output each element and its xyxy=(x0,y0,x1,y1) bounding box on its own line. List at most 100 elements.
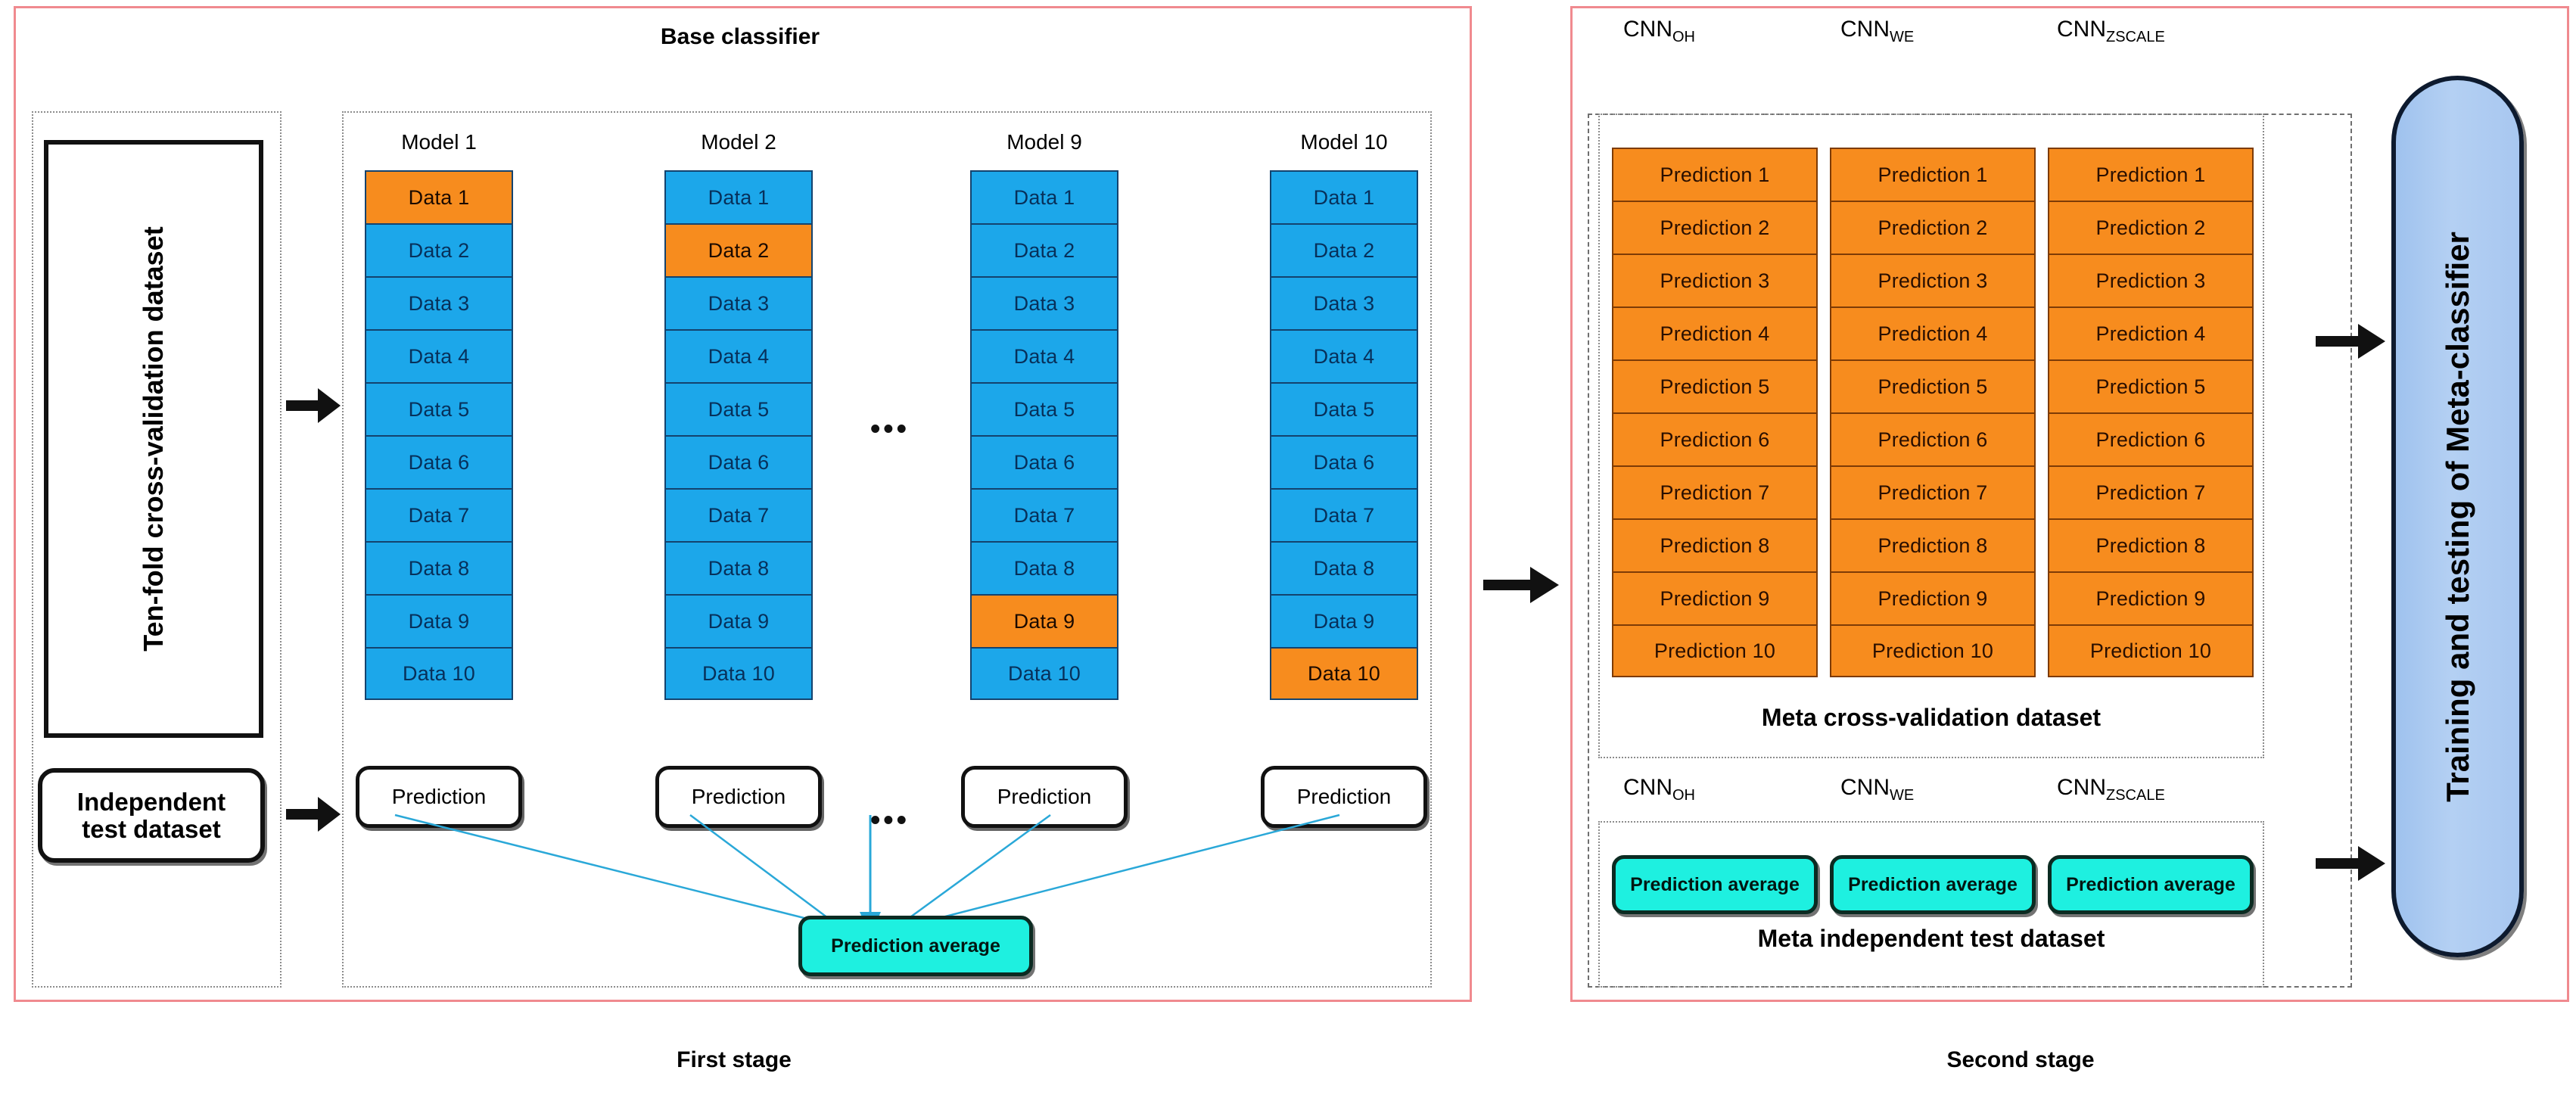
data-cell: Data 3 xyxy=(664,276,813,329)
prediction-cell: Prediction 6 xyxy=(1830,412,2036,465)
data-cell: Data 1 xyxy=(970,170,1118,223)
data-cell: Data 7 xyxy=(970,488,1118,541)
independent-test-dataset-label: Independent test dataset xyxy=(77,789,226,842)
prediction-cell: Prediction 9 xyxy=(1830,571,2036,624)
prediction-cell: Prediction 8 xyxy=(1612,518,1818,571)
prediction-cell: Prediction 10 xyxy=(2048,624,2254,677)
independent-test-dataset-box: Independent test dataset xyxy=(38,768,265,863)
model-title-4: Model 10 xyxy=(1300,130,1388,154)
data-cell: Data 9 xyxy=(365,594,513,647)
prediction-cell: Prediction 7 xyxy=(1830,465,2036,518)
data-cell: Data 6 xyxy=(970,435,1118,488)
prediction-average-box-3: Prediction average xyxy=(2048,855,2254,914)
data-cell: Data 7 xyxy=(664,488,813,541)
prediction-average-box-2: Prediction average xyxy=(1830,855,2036,914)
prediction-cell: Prediction 3 xyxy=(1830,254,2036,306)
cnn-header-test-subscript: ZSCALE xyxy=(2106,787,2165,804)
data-cell: Data 1 xyxy=(1270,170,1418,223)
arrow-test-to-predictions xyxy=(286,791,341,838)
prediction-cell: Prediction 4 xyxy=(1830,306,2036,359)
model-title-3: Model 9 xyxy=(1006,130,1082,154)
prediction-box-4: Prediction xyxy=(1261,766,1427,828)
data-cell: Data 4 xyxy=(664,329,813,382)
arrow-meta-cv-to-classifier xyxy=(2316,318,2385,365)
prediction-cell: Prediction 10 xyxy=(1830,624,2036,677)
meta-test-dataset-box xyxy=(1598,821,2264,988)
prediction-cell: Prediction 2 xyxy=(1830,201,2036,254)
prediction-cell: Prediction 3 xyxy=(2048,254,2254,306)
predictions-ellipsis: ••• xyxy=(870,804,910,836)
model-title-1: Model 1 xyxy=(401,130,477,154)
prediction-cell: Prediction 3 xyxy=(1612,254,1818,306)
arrow-cv-to-models xyxy=(286,382,341,429)
prediction-cell: Prediction 8 xyxy=(1830,518,2036,571)
cnn-header-test-base: CNN xyxy=(1623,775,1672,800)
prediction-cell: Prediction 1 xyxy=(2048,148,2254,201)
data-cell: Data 7 xyxy=(1270,488,1418,541)
data-cell: Data 4 xyxy=(1270,329,1418,382)
data-cell: Data 2 xyxy=(664,223,813,276)
ten-fold-cv-dataset-label: Ten-fold cross-validation dataset xyxy=(138,226,169,652)
cnn-header-cv-base: CNN xyxy=(1840,17,1890,42)
data-cell: Data 6 xyxy=(664,435,813,488)
data-cell: Data 1 xyxy=(664,170,813,223)
data-cell: Data 10 xyxy=(1270,647,1418,700)
ten-fold-cv-dataset-box: Ten-fold cross-validation dataset xyxy=(44,140,263,738)
cnn-header-cv-oh: CNNOH xyxy=(1623,17,1790,46)
data-cell: Data 10 xyxy=(664,647,813,700)
prediction-cell: Prediction 10 xyxy=(1612,624,1818,677)
cnn-header-cv-we: CNNWE xyxy=(1840,17,2007,46)
models-ellipsis: ••• xyxy=(870,413,910,445)
second-stage-caption: Second stage xyxy=(1946,1047,2095,1072)
prediction-average-box-1: Prediction average xyxy=(1612,855,1818,914)
prediction-cell: Prediction 1 xyxy=(1612,148,1818,201)
prediction-average-box-stage1: Prediction average xyxy=(798,916,1033,976)
prediction-cell: Prediction 4 xyxy=(2048,306,2254,359)
prediction-cell: Prediction 8 xyxy=(2048,518,2254,571)
prediction-cell: Prediction 5 xyxy=(1612,359,1818,412)
independent-test-line-2: test dataset xyxy=(82,814,221,843)
data-cell: Data 9 xyxy=(664,594,813,647)
meta-test-dataset-caption: Meta independent test dataset xyxy=(1757,925,2105,952)
prediction-cell: Prediction 7 xyxy=(1612,465,1818,518)
data-cell: Data 10 xyxy=(365,647,513,700)
data-cell: Data 1 xyxy=(365,170,513,223)
prediction-cell: Prediction 2 xyxy=(2048,201,2254,254)
cnn-header-test-zscale: CNNZSCALE xyxy=(2057,775,2223,804)
meta-cv-dataset-caption: Meta cross-validation dataset xyxy=(1761,704,2102,731)
meta-classifier-label: Training and testing of Meta-classifier xyxy=(2439,231,2475,802)
data-cell: Data 7 xyxy=(365,488,513,541)
first-stage-caption: First stage xyxy=(677,1047,792,1072)
cnn-header-test-oh: CNNOH xyxy=(1623,775,1790,804)
data-cell: Data 8 xyxy=(1270,541,1418,594)
meta-classifier-box: Training and testing of Meta-classifier xyxy=(2391,76,2524,957)
base-classifier-title: Base classifier xyxy=(660,24,820,49)
prediction-box-1: Prediction xyxy=(356,766,522,828)
arrow-meta-test-to-classifier xyxy=(2316,840,2385,887)
prediction-cell: Prediction 5 xyxy=(2048,359,2254,412)
data-cell: Data 8 xyxy=(664,541,813,594)
prediction-cell: Prediction 9 xyxy=(2048,571,2254,624)
data-cell: Data 9 xyxy=(1270,594,1418,647)
data-cell: Data 8 xyxy=(365,541,513,594)
cnn-header-cv-base: CNN xyxy=(1623,17,1672,42)
data-cell: Data 5 xyxy=(664,382,813,435)
data-cell: Data 3 xyxy=(365,276,513,329)
data-cell: Data 6 xyxy=(365,435,513,488)
meta-cv-dataset-box xyxy=(1598,114,2264,758)
cnn-header-test-subscript: WE xyxy=(1890,787,1915,804)
data-cell: Data 2 xyxy=(1270,223,1418,276)
prediction-cell: Prediction 1 xyxy=(1830,148,2036,201)
cnn-header-test-subscript: OH xyxy=(1672,787,1695,804)
data-cell: Data 5 xyxy=(1270,382,1418,435)
cnn-header-cv-subscript: ZSCALE xyxy=(2106,29,2165,45)
inputs-group-box xyxy=(32,111,282,988)
data-cell: Data 3 xyxy=(1270,276,1418,329)
data-cell: Data 9 xyxy=(970,594,1118,647)
prediction-cell: Prediction 5 xyxy=(1830,359,2036,412)
